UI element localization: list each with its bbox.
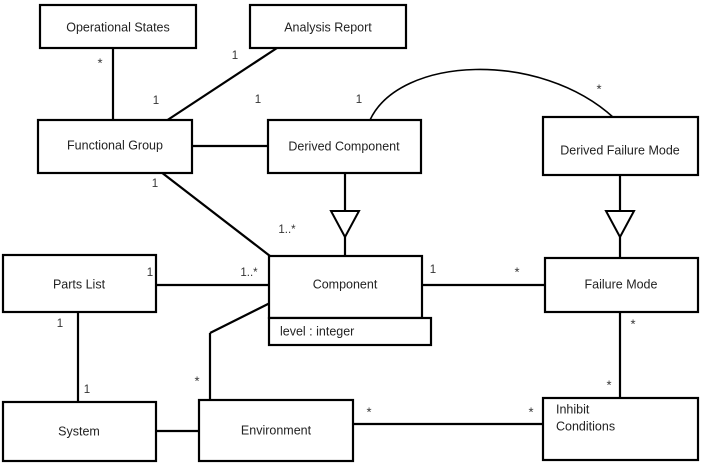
multiplicity-operational-states-star: * bbox=[97, 56, 102, 71]
class-box-component[interactable] bbox=[267, 254, 424, 320]
class-box-functional-group[interactable] bbox=[36, 118, 194, 175]
class-box-system[interactable] bbox=[1, 400, 158, 463]
multiplicity-parts-list-system-one: 1 bbox=[57, 318, 63, 330]
class-label-component: Component bbox=[313, 277, 378, 291]
multiplicity-failure-mode-component-star: * bbox=[514, 265, 519, 280]
multiplicity-derived-failure-mode-curve-star: * bbox=[596, 82, 601, 97]
class-label-environment: Environment bbox=[241, 423, 312, 437]
class-attribute-component-level: level : integer bbox=[280, 324, 354, 338]
class-box-inhibit-conditions[interactable] bbox=[541, 396, 700, 462]
generalization-triangle-failure-mode bbox=[604, 210, 636, 240]
class-failure-mode[interactable]: Failure Mode bbox=[543, 256, 700, 314]
class-label-inhibit-conditions-line1: Inhibit bbox=[556, 402, 590, 416]
multiplicity-inhibit-environment-star: * bbox=[528, 405, 533, 420]
class-box-operational-states[interactable] bbox=[38, 3, 198, 50]
class-box-parts-list[interactable] bbox=[1, 253, 158, 314]
edge-analysis-report-functional-group bbox=[165, 47, 278, 122]
class-operational-states[interactable]: Operational States bbox=[38, 3, 198, 50]
edge-functional-group-component bbox=[160, 171, 271, 257]
generalization-triangle-component bbox=[329, 210, 361, 240]
class-system[interactable]: System bbox=[1, 400, 158, 463]
class-component[interactable]: Component level : integer bbox=[267, 254, 433, 347]
class-environment[interactable]: Environment bbox=[197, 398, 355, 463]
class-label-parts-list: Parts List bbox=[53, 277, 106, 291]
class-label-functional-group: Functional Group bbox=[67, 138, 163, 152]
class-label-operational-states: Operational States bbox=[66, 20, 170, 34]
class-derived-component[interactable]: Derived Component bbox=[266, 118, 423, 175]
class-label-analysis-report: Analysis Report bbox=[284, 20, 372, 34]
edge-derived-component-derived-failure-mode bbox=[369, 68, 615, 121]
multiplicity-parts-list-component-one: 1 bbox=[147, 267, 153, 279]
class-inhibit-conditions[interactable]: Inhibit Conditions bbox=[541, 396, 700, 462]
multiplicity-component-failure-mode-one: 1 bbox=[430, 264, 436, 276]
class-parts-list[interactable]: Parts List bbox=[1, 253, 158, 314]
class-derived-failure-mode[interactable]: Derived Failure Mode bbox=[541, 115, 700, 177]
class-box-environment[interactable] bbox=[197, 398, 355, 463]
class-label-failure-mode: Failure Mode bbox=[585, 277, 658, 291]
multiplicity-parts-list-component-onestar: 1..* bbox=[240, 267, 258, 279]
class-label-derived-component: Derived Component bbox=[288, 139, 400, 153]
multiplicity-functional-group-component-one: 1 bbox=[152, 178, 158, 190]
multiplicity-analysis-report-one: 1 bbox=[232, 50, 238, 62]
multiplicity-derived-component-curve-one: 1 bbox=[356, 94, 362, 106]
class-box-derived-component[interactable] bbox=[266, 118, 423, 175]
class-box-component-attributes[interactable] bbox=[267, 316, 433, 347]
class-box-analysis-report[interactable] bbox=[248, 3, 408, 50]
multiplicity-inhibit-failure-mode-star: * bbox=[606, 378, 611, 393]
multiplicity-failure-mode-inhibit-star: * bbox=[630, 317, 635, 332]
class-box-derived-failure-mode[interactable] bbox=[541, 115, 700, 177]
class-box-failure-mode[interactable] bbox=[543, 256, 700, 314]
class-label-derived-failure-mode: Derived Failure Mode bbox=[560, 143, 680, 157]
multiplicity-environment-inhibit-star: * bbox=[366, 405, 371, 420]
edge-environment-component-diagonal bbox=[209, 302, 271, 334]
class-label-inhibit-conditions-line2: Conditions bbox=[556, 419, 615, 433]
class-analysis-report[interactable]: Analysis Report bbox=[248, 3, 408, 50]
multiplicity-functional-group-component-onestar: 1..* bbox=[278, 224, 296, 236]
class-label-system: System bbox=[58, 424, 100, 438]
multiplicity-functional-group-operational-states: 1 bbox=[153, 95, 159, 107]
multiplicity-system-parts-list-one: 1 bbox=[84, 384, 90, 396]
multiplicity-derived-component-one: 1 bbox=[255, 94, 261, 106]
class-functional-group[interactable]: Functional Group bbox=[36, 118, 194, 175]
multiplicity-environment-component-star: * bbox=[194, 374, 199, 389]
